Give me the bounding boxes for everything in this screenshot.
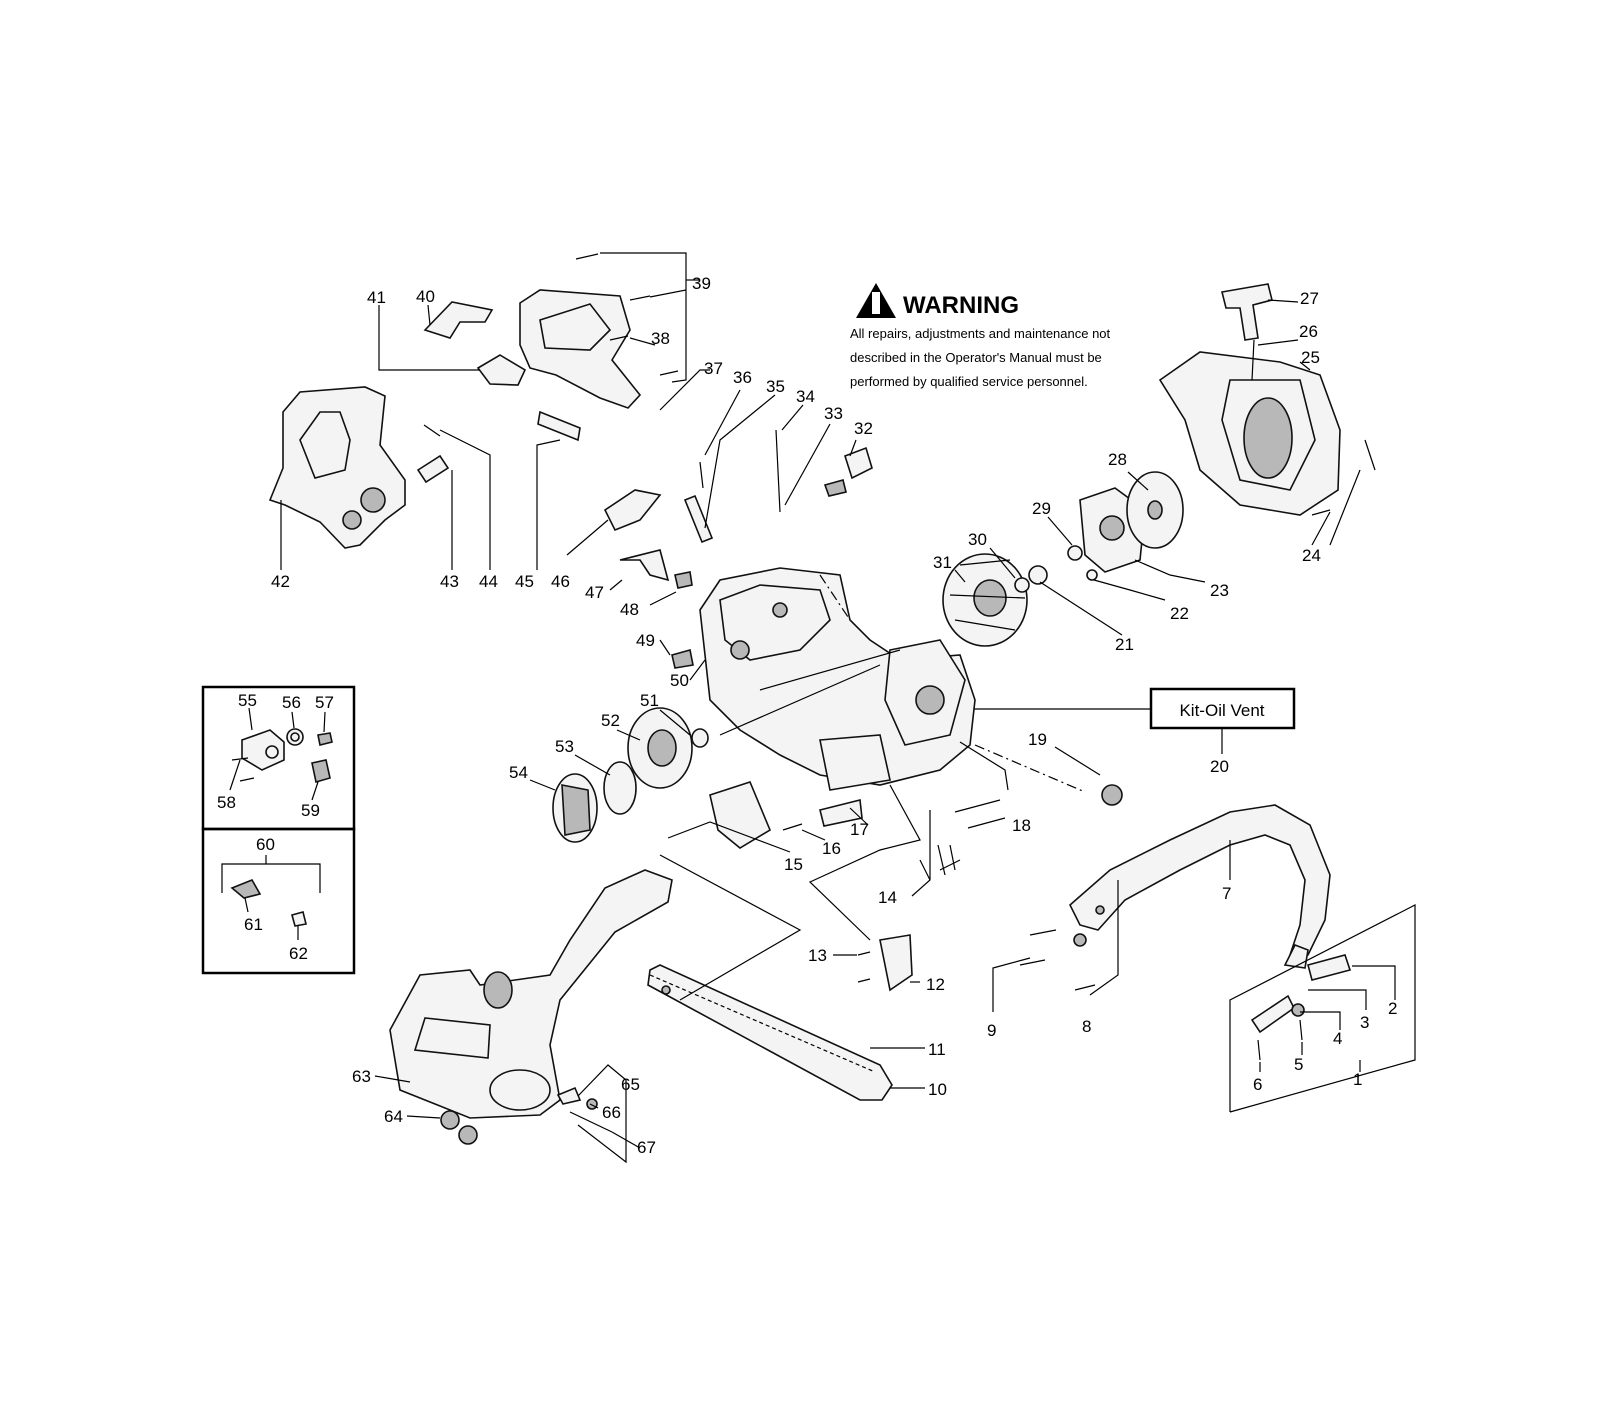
inset-box bbox=[201, 685, 356, 975]
callout-22: 22 bbox=[1170, 604, 1189, 623]
callout-62: 62 bbox=[289, 944, 308, 963]
flywheel-31 bbox=[942, 553, 1028, 647]
callout-18: 18 bbox=[1012, 816, 1031, 835]
callout-24: 24 bbox=[1302, 546, 1321, 565]
callout-7: 7 bbox=[1222, 884, 1231, 903]
warning-title: WARNING bbox=[903, 292, 1019, 319]
warning-block: WARNING All repairs, adjustments and mai… bbox=[850, 283, 1111, 389]
callout-21: 21 bbox=[1115, 635, 1134, 654]
callout-6: 6 bbox=[1253, 1075, 1262, 1094]
callout-39: 39 bbox=[692, 274, 711, 293]
callout-53: 53 bbox=[555, 737, 574, 756]
warning-line-2: described in the Operator's Manual must … bbox=[850, 350, 1102, 365]
callout-5: 5 bbox=[1294, 1055, 1303, 1074]
callout-23: 23 bbox=[1210, 581, 1229, 600]
callout-66: 66 bbox=[602, 1103, 621, 1122]
callout-64: 64 bbox=[384, 1107, 403, 1126]
clutch-54 bbox=[552, 773, 598, 843]
starter-grip-27 bbox=[1221, 283, 1273, 381]
callout-34: 34 bbox=[796, 387, 815, 406]
callout-44: 44 bbox=[479, 572, 498, 591]
callout-26: 26 bbox=[1299, 322, 1318, 341]
callout-65: 65 bbox=[621, 1075, 640, 1094]
callout-28: 28 bbox=[1108, 450, 1127, 469]
callout-31: 31 bbox=[933, 553, 952, 572]
callout-11: 11 bbox=[928, 1040, 946, 1059]
callout-58: 58 bbox=[217, 793, 236, 812]
callout-27: 27 bbox=[1300, 289, 1319, 308]
callout-10: 10 bbox=[928, 1080, 947, 1099]
front-handle-7 bbox=[1069, 804, 1331, 956]
callout-33: 33 bbox=[824, 404, 843, 423]
callout-67: 67 bbox=[637, 1138, 656, 1157]
clutch-drum-52 bbox=[627, 707, 693, 789]
callout-48: 48 bbox=[620, 600, 639, 619]
callout-numbers: 1 2 3 4 5 6 7 8 9 10 11 12 13 14 15 16 1… bbox=[217, 274, 1397, 1157]
callout-55: 55 bbox=[238, 691, 257, 710]
callout-42: 42 bbox=[271, 572, 290, 591]
callout-15: 15 bbox=[784, 855, 803, 874]
callout-38: 38 bbox=[651, 329, 670, 348]
callout-37: 37 bbox=[704, 359, 723, 378]
callout-50: 50 bbox=[670, 671, 689, 690]
callout-46: 46 bbox=[551, 572, 570, 591]
starter-housing-25 bbox=[1158, 351, 1376, 516]
callout-9: 9 bbox=[987, 1021, 996, 1040]
callout-59: 59 bbox=[301, 801, 320, 820]
callout-32: 32 bbox=[854, 419, 873, 438]
kit-oil-vent-box: Kit-Oil Vent bbox=[970, 687, 1296, 754]
callout-12: 12 bbox=[926, 975, 945, 994]
callout-54: 54 bbox=[509, 763, 528, 782]
rear-handle-42 bbox=[268, 386, 406, 549]
exclamation-triangle-icon bbox=[856, 283, 896, 318]
callout-60: 60 bbox=[256, 835, 275, 854]
callout-47: 47 bbox=[585, 583, 604, 602]
callout-35: 35 bbox=[766, 377, 785, 396]
callout-40: 40 bbox=[416, 287, 435, 306]
callout-25: 25 bbox=[1301, 348, 1320, 367]
guide-bar-10 bbox=[647, 964, 893, 1101]
callout-56: 56 bbox=[282, 693, 301, 712]
callout-61: 61 bbox=[244, 915, 263, 934]
callout-17: 17 bbox=[850, 820, 869, 839]
callout-14: 14 bbox=[878, 888, 897, 907]
callout-51: 51 bbox=[640, 691, 659, 710]
callout-20: 20 bbox=[1210, 757, 1229, 776]
callout-41: 41 bbox=[367, 288, 386, 307]
callout-29: 29 bbox=[1032, 499, 1051, 518]
callout-36: 36 bbox=[733, 368, 752, 387]
callout-13: 13 bbox=[808, 946, 827, 965]
callout-30: 30 bbox=[968, 530, 987, 549]
side-cover-63 bbox=[389, 869, 673, 1119]
callout-3: 3 bbox=[1360, 1013, 1369, 1032]
callout-57: 57 bbox=[315, 693, 334, 712]
callout-2: 2 bbox=[1388, 999, 1397, 1018]
main-housing bbox=[699, 567, 976, 791]
warning-line-1: All repairs, adjustments and maintenance… bbox=[850, 326, 1111, 341]
starter-pulley-23 bbox=[1079, 471, 1184, 573]
warning-line-3: performed by qualified service personnel… bbox=[850, 374, 1088, 389]
callout-16: 16 bbox=[822, 839, 841, 858]
callout-43: 43 bbox=[440, 572, 459, 591]
callout-52: 52 bbox=[601, 711, 620, 730]
callout-19: 19 bbox=[1028, 730, 1047, 749]
callout-49: 49 bbox=[636, 631, 655, 650]
callout-4: 4 bbox=[1333, 1029, 1342, 1048]
leader-lines bbox=[229, 252, 1416, 1164]
callout-1: 1 bbox=[1353, 1070, 1362, 1089]
callout-63: 63 bbox=[352, 1067, 371, 1086]
callout-45: 45 bbox=[515, 572, 534, 591]
kit-oil-vent-label: Kit-Oil Vent bbox=[1179, 701, 1264, 720]
callout-8: 8 bbox=[1082, 1017, 1091, 1036]
top-handle-assembly bbox=[423, 253, 679, 442]
